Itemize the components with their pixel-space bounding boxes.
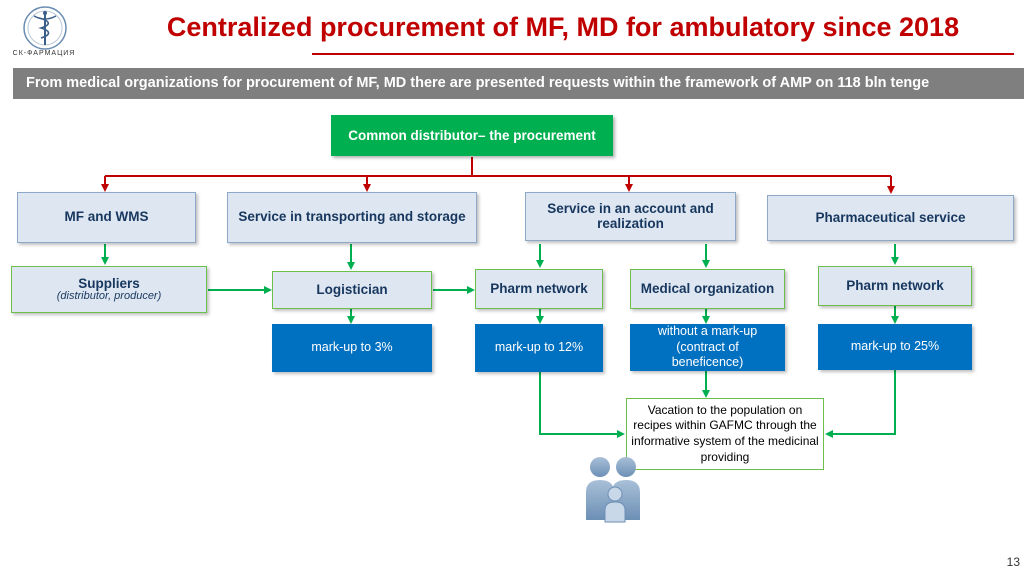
logistician-node: Logistician (272, 271, 432, 309)
no-markup-node: without a mark-up (contract of beneficen… (630, 324, 785, 371)
vacation-population-node: Vacation to the population on recipes wi… (626, 398, 824, 470)
mf-wms-node: MF and WMS (17, 192, 196, 243)
common-distributor-node: Common distributor– the procurement (331, 115, 613, 156)
medical-organization-node: Medical organization (630, 269, 785, 309)
pharmaceutical-service-node: Pharmaceutical service (767, 195, 1014, 241)
markup-25-node: mark-up to 25% (818, 324, 972, 370)
suppliers-title: Suppliers (78, 275, 140, 291)
pharm-network-node-2: Pharm network (818, 266, 972, 306)
page-title: Centralized procurement of MF, MD for am… (166, 12, 960, 42)
pharm-network-node-1: Pharm network (475, 269, 603, 309)
account-realization-node: Service in an account and realization (525, 192, 736, 241)
suppliers-subtitle: (distributor, producer) (56, 289, 162, 302)
markup-12-node: mark-up to 12% (475, 324, 603, 372)
transport-storage-node: Service in transporting and storage (227, 192, 477, 243)
title-underline (312, 53, 1014, 55)
suppliers-node: Suppliers (distributor, producer) (11, 266, 207, 313)
company-logo (12, 4, 82, 68)
info-banner: From medical organizations for procureme… (13, 68, 1024, 99)
family-people-icon (586, 457, 640, 523)
page-number: 13 (1006, 555, 1020, 569)
logo-text: СК-ФАРМАЦИЯ (12, 50, 76, 57)
markup-3-node: mark-up to 3% (272, 324, 432, 372)
